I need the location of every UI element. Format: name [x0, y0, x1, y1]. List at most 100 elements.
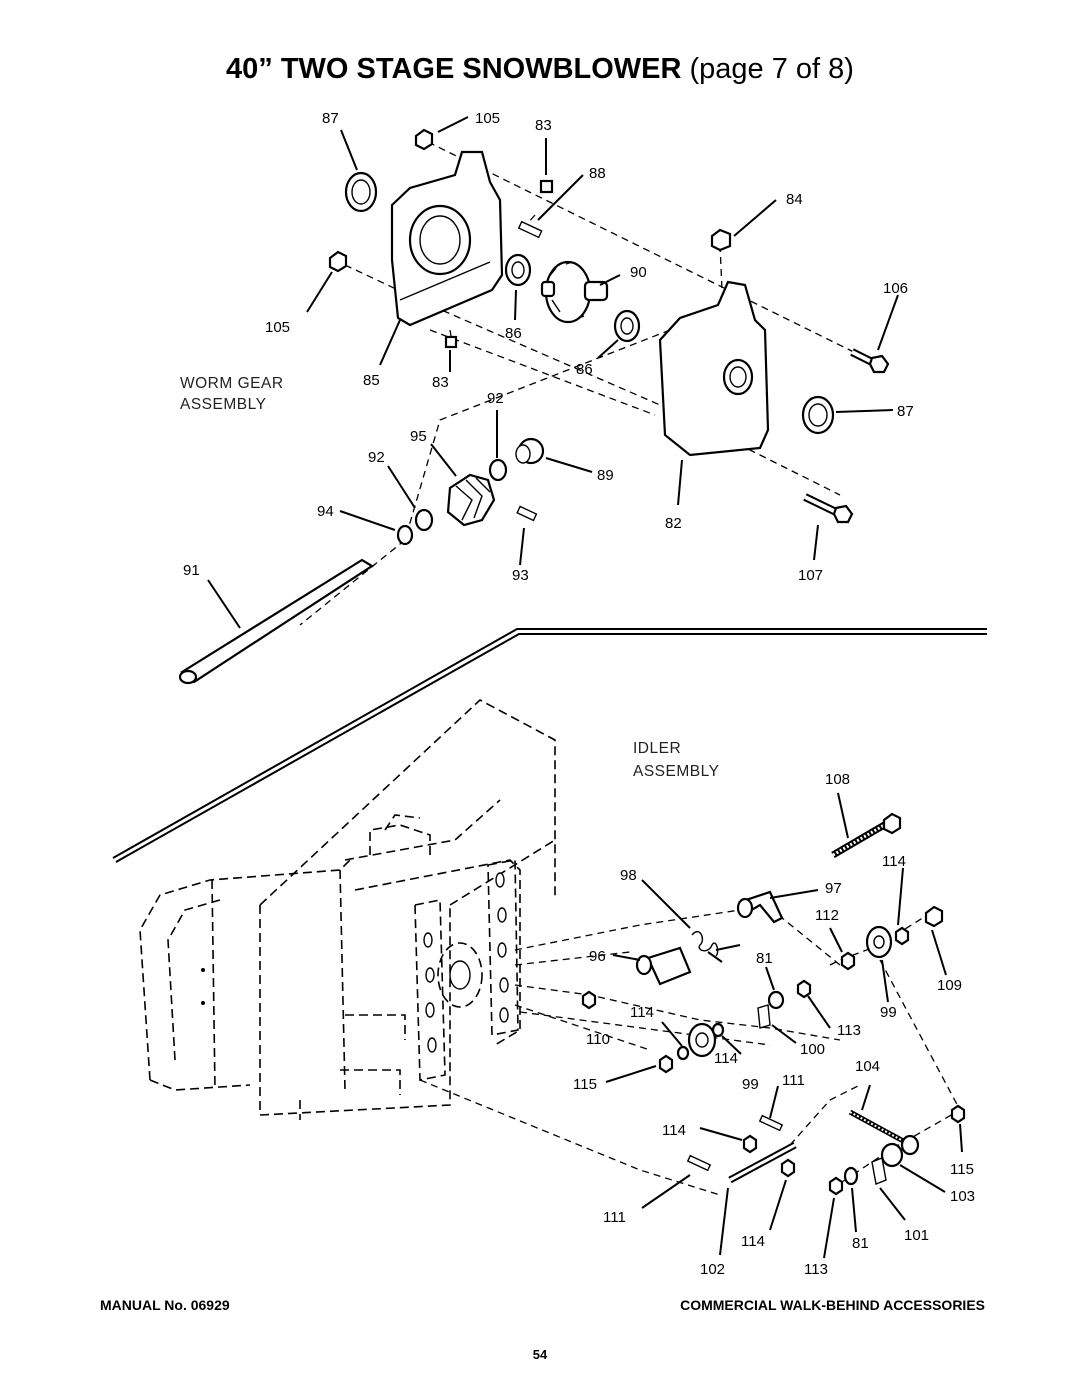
- part-numbers-worm-gear: 87 105 83 88 84 90 106 105 86 86 85 83 9…: [183, 110, 914, 584]
- bolt-106: [850, 348, 890, 374]
- spacer-100: [757, 1004, 771, 1029]
- idler-assembly-drawing: 108 114 98 97 112 96 81 109 114 99 110 1…: [139, 699, 975, 1278]
- nut-114-upper-right: [894, 926, 910, 946]
- shaft-91: [178, 558, 375, 685]
- part-number: 114: [882, 853, 906, 870]
- part-number: 99: [742, 1076, 759, 1093]
- part-number: 86: [505, 325, 522, 342]
- nut-110: [581, 990, 597, 1010]
- part-number: 98: [620, 867, 637, 884]
- part-number: 113: [837, 1022, 861, 1039]
- pin-111-upper: [758, 1114, 784, 1132]
- section-divider: [112, 628, 987, 863]
- part-number: 114: [630, 1004, 654, 1021]
- nut-115-right: [950, 1104, 966, 1124]
- part-number: 86: [576, 361, 593, 378]
- bolt-108: [831, 812, 902, 859]
- idler-assembly-label-line1: IDLER: [633, 740, 681, 757]
- part-number: 104: [855, 1058, 880, 1075]
- part-number: 111: [782, 1072, 805, 1089]
- part-number: 105: [475, 110, 500, 127]
- part-number: 82: [665, 515, 682, 532]
- part-number: 110: [586, 1031, 610, 1048]
- part-number: 115: [950, 1161, 974, 1178]
- idler-arm-97: [736, 890, 784, 924]
- pivot-shaft-102: [728, 1141, 797, 1184]
- part-number: 85: [363, 372, 380, 389]
- plug-83-lower: [444, 335, 458, 349]
- nut-105-upper: [414, 128, 434, 151]
- worm-gear-housing-82: [658, 280, 770, 457]
- washer-81-upper: [767, 990, 785, 1010]
- part-number: 96: [589, 948, 606, 965]
- bracket-101: [871, 1157, 887, 1185]
- part-number: 83: [432, 374, 449, 391]
- nut-113-upper: [796, 979, 812, 999]
- bearing-103: [880, 1142, 904, 1168]
- part-number: 97: [825, 880, 842, 897]
- part-number: 114: [662, 1122, 686, 1139]
- leader-lines-worm-gear: [207, 116, 899, 629]
- pin-88: [517, 220, 543, 239]
- nut-105-lower: [328, 250, 348, 273]
- washer-92-right: [488, 458, 508, 482]
- pin-111-lower: [686, 1154, 712, 1172]
- key-93: [516, 505, 538, 522]
- part-number: 93: [512, 567, 529, 584]
- part-number: 83: [535, 117, 552, 134]
- part-number: 102: [700, 1261, 725, 1278]
- leader-lines-idler: [605, 792, 963, 1259]
- washer-94: [396, 524, 414, 546]
- snowblower-frame-outline: [139, 699, 556, 1120]
- worm-gear-assembly-label-line1: WORM GEAR: [180, 375, 284, 392]
- page-number: 54: [532, 1347, 548, 1362]
- part-number: 94: [317, 503, 334, 520]
- part-number: 84: [786, 191, 803, 208]
- part-number: 107: [798, 567, 823, 584]
- idler-assembly-label-line2: ASSEMBLY: [633, 763, 719, 780]
- part-number: 99: [880, 1004, 897, 1021]
- washer-81-lower: [843, 1166, 859, 1186]
- part-number: 114: [741, 1233, 765, 1250]
- part-number: 81: [852, 1235, 869, 1252]
- spring-98: [691, 930, 741, 963]
- worm-95: [446, 473, 496, 527]
- nut-114-middle: [711, 1022, 725, 1038]
- plug-83-upper: [539, 179, 554, 194]
- part-number: 103: [950, 1188, 975, 1205]
- part-number: 112: [815, 907, 839, 924]
- page-title-main: 40” TWO STAGE SNOWBLOWER: [226, 53, 682, 85]
- part-number: 81: [756, 950, 773, 967]
- part-number: 91: [183, 562, 200, 579]
- part-number: 95: [410, 428, 427, 445]
- part-number: 90: [630, 264, 647, 281]
- section-label: COMMERCIAL WALK-BEHIND ACCESSORIES: [680, 1297, 985, 1313]
- part-number: 108: [825, 771, 850, 788]
- part-number: 87: [322, 110, 339, 127]
- bolt-109: [924, 905, 944, 928]
- worm-gear-assembly-label-line2: ASSEMBLY: [180, 396, 266, 413]
- bolt-115-left: [658, 1054, 674, 1074]
- idler-bracket-96: [635, 946, 692, 986]
- grease-fitting-84: [710, 228, 732, 252]
- nut-114-lower-left: [742, 1134, 758, 1154]
- part-number: 87: [897, 403, 914, 420]
- part-number: 101: [904, 1227, 929, 1244]
- part-numbers-idler: 108 114 98 97 112 96 81 109 114 99 110 1…: [573, 771, 975, 1278]
- worm-gear-assembly-drawing: 87 105 83 88 84 90 106 105 86 86 85 83 9…: [178, 110, 914, 685]
- mounting-plates: [201, 859, 519, 1081]
- part-number: 105: [265, 319, 290, 336]
- page-title: 40” TWO STAGE SNOWBLOWER (page 7 of 8): [0, 52, 1080, 86]
- part-number: 88: [589, 165, 606, 182]
- nut-114-lower-right: [780, 1158, 796, 1178]
- part-number: 115: [573, 1076, 597, 1093]
- part-number: 109: [937, 977, 962, 994]
- nut-113-lower: [828, 1176, 844, 1196]
- part-number: 114: [714, 1050, 738, 1067]
- manual-number: MANUAL No. 06929: [100, 1297, 230, 1313]
- part-number: 100: [800, 1041, 825, 1058]
- page-title-page-indicator: (page 7 of 8): [689, 53, 854, 85]
- nut-112: [840, 951, 856, 971]
- bolt-107: [803, 493, 854, 524]
